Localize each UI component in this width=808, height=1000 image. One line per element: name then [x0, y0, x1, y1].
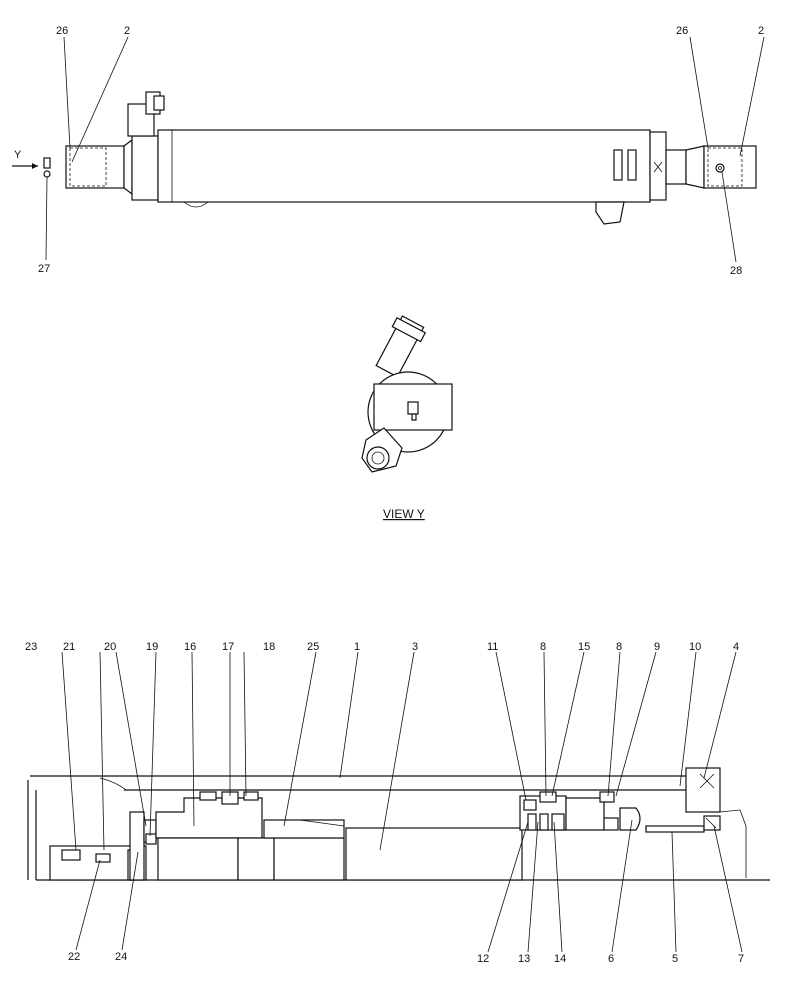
callout-23: 23 — [25, 641, 37, 653]
callout-3: 3 — [412, 641, 418, 653]
callout-28: 28 — [730, 265, 742, 277]
callout-2-left: 2 — [124, 25, 130, 37]
view-y-title: VIEW Y — [383, 507, 425, 521]
callout-11: 11 — [487, 641, 498, 653]
callout-5: 5 — [672, 953, 678, 965]
callout-18: 18 — [263, 641, 275, 653]
view-arrow-label: Y — [14, 149, 22, 161]
callout-9: 9 — [654, 641, 660, 653]
callout-13: 13 — [518, 953, 530, 965]
callout-7: 7 — [738, 953, 744, 965]
callout-27: 27 — [38, 263, 50, 275]
grease-fitting-28 — [715, 163, 725, 173]
callout-10: 10 — [689, 641, 701, 653]
callout-21: 21 — [63, 641, 75, 653]
callout-12: 12 — [477, 953, 489, 965]
callout-17: 17 — [222, 641, 234, 653]
callout-8-a: 8 — [540, 641, 546, 653]
callout-25: 25 — [307, 641, 319, 653]
callout-14: 14 — [554, 953, 566, 965]
callout-15: 15 — [578, 641, 590, 653]
callout-2-right: 2 — [758, 25, 764, 37]
cylinder-section-view: 23 21 20 19 16 17 18 25 1 3 11 8 15 8 9 … — [25, 641, 770, 965]
callout-24: 24 — [115, 951, 127, 963]
callout-1: 1 — [354, 641, 360, 653]
callout-8-b: 8 — [616, 641, 622, 653]
callout-26-left: 26 — [56, 25, 68, 37]
view-arrow-y: Y — [12, 149, 38, 169]
callout-16: 16 — [184, 641, 196, 653]
cylinder-assembly-view: Y 26 2 26 2 27 28 — [12, 25, 765, 277]
callout-4: 4 — [733, 641, 739, 653]
callout-6: 6 — [608, 953, 614, 965]
view-y-end-view: VIEW Y — [361, 315, 453, 521]
callout-26-right: 26 — [676, 25, 688, 37]
callout-20: 20 — [104, 641, 116, 653]
callout-19: 19 — [146, 641, 158, 653]
grease-fitting-27 — [43, 157, 51, 178]
callout-22: 22 — [68, 951, 80, 963]
